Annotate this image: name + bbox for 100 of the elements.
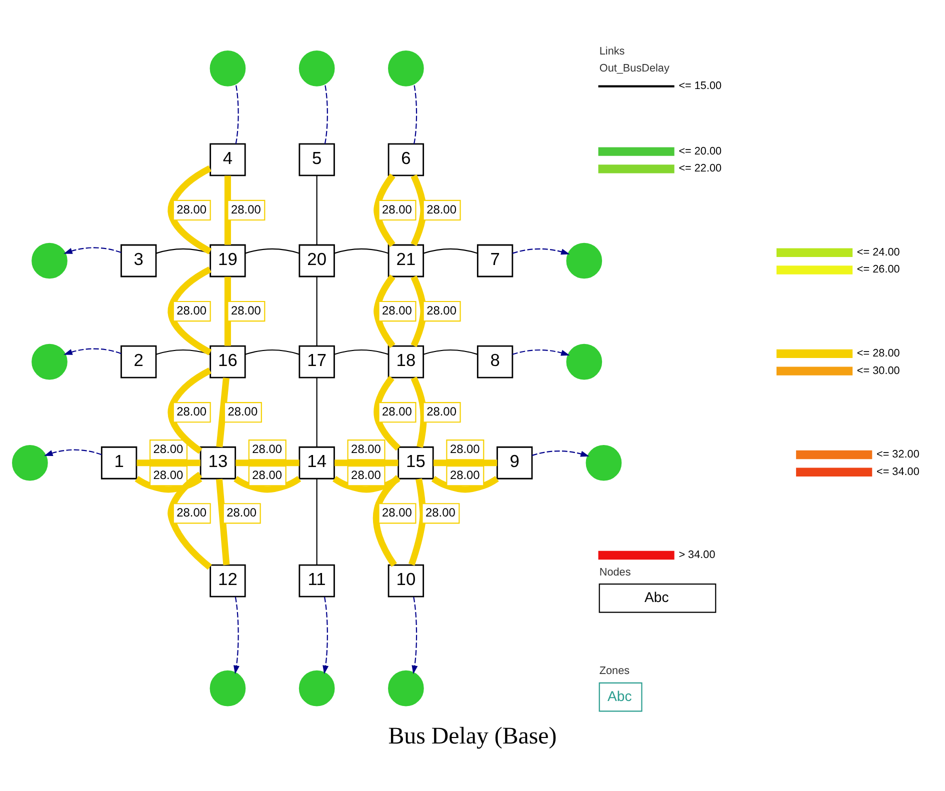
edge-label: 28.00 xyxy=(382,202,412,216)
label: Abc xyxy=(644,588,669,605)
connector xyxy=(316,378,318,447)
label: Links xyxy=(599,45,625,58)
node-box: 19 xyxy=(210,244,246,278)
label: Abc xyxy=(608,688,632,704)
connector xyxy=(414,84,418,144)
arrow xyxy=(532,450,590,457)
connector xyxy=(316,276,318,346)
connector xyxy=(316,479,318,565)
edge-label: 28.00 xyxy=(426,303,456,318)
connector xyxy=(423,248,478,254)
node-box: 10 xyxy=(388,564,424,598)
edge-label: 28.00 xyxy=(450,442,480,456)
connector xyxy=(244,349,300,355)
connector xyxy=(433,460,498,466)
connector xyxy=(235,84,239,144)
node-circle xyxy=(32,344,68,380)
legend-label: <= 20.00 xyxy=(678,145,722,158)
legend-label: <= 15.00 xyxy=(678,80,722,92)
edge-label: 28.00 xyxy=(230,303,261,318)
connector xyxy=(216,378,230,448)
node-box: 11 xyxy=(298,564,335,598)
connector xyxy=(410,174,427,246)
legend-label: <= 28.00 xyxy=(856,347,900,360)
arrow xyxy=(512,349,570,356)
node-box: 6 xyxy=(388,143,424,176)
edge-label: 28.00 xyxy=(226,505,257,520)
edge-label: 28.00 xyxy=(176,202,207,216)
edge-label: 28.00 xyxy=(382,404,412,418)
connector xyxy=(136,460,200,466)
node-circle xyxy=(586,444,622,481)
node-circle xyxy=(32,242,68,279)
node-box: 8 xyxy=(476,345,514,378)
connector xyxy=(134,476,202,493)
node-box: 3 xyxy=(120,244,157,278)
edge-label: 28.00 xyxy=(153,442,184,456)
node-box: 5 xyxy=(298,143,335,176)
label: Nodes xyxy=(599,566,631,578)
node-box: 4 xyxy=(210,143,246,176)
node-box: 14 xyxy=(298,446,335,480)
edge-label: 28.00 xyxy=(426,404,456,418)
node-box: 20 xyxy=(298,244,335,278)
connector xyxy=(374,376,400,451)
connector xyxy=(374,173,396,247)
node-circle xyxy=(298,670,335,706)
edge-label: 28.00 xyxy=(382,303,412,318)
arrow xyxy=(44,449,102,456)
connector xyxy=(216,478,230,566)
node-box: 15 xyxy=(398,446,434,480)
arrow xyxy=(322,596,329,674)
label: Out_BusDelay xyxy=(599,62,670,75)
node-box: 16 xyxy=(210,345,246,378)
node-box: 17 xyxy=(298,345,335,378)
edge-label: 28.00 xyxy=(351,468,381,482)
connector xyxy=(324,84,328,144)
connector xyxy=(224,176,231,245)
connector xyxy=(334,349,388,355)
caption: Bus Delay (Base) xyxy=(388,723,557,750)
edge-label: 28.00 xyxy=(252,442,282,456)
connector xyxy=(236,460,300,466)
legend-label: <= 34.00 xyxy=(876,466,920,478)
connector xyxy=(410,376,427,448)
node-box: 18 xyxy=(388,345,424,378)
arrow xyxy=(512,248,570,255)
edge-label: 28.00 xyxy=(230,202,261,216)
label: Zones xyxy=(599,665,630,678)
node-circle xyxy=(388,50,424,86)
edge-label: 28.00 xyxy=(153,468,184,482)
edge-label: 28.00 xyxy=(228,404,258,418)
connector xyxy=(431,476,499,493)
node-box: 13 xyxy=(200,446,236,480)
legend-label: <= 22.00 xyxy=(678,162,722,175)
legend-label: <= 30.00 xyxy=(856,364,900,377)
node-circle xyxy=(566,344,602,380)
edge-label: 28.00 xyxy=(426,505,456,520)
connector xyxy=(334,460,398,466)
node-box: 21 xyxy=(388,244,424,278)
edge-label: 28.00 xyxy=(426,202,456,216)
node-box: 1 xyxy=(100,446,138,480)
arrow xyxy=(412,596,418,674)
arrow xyxy=(64,348,122,355)
connector xyxy=(410,276,427,348)
node-circle xyxy=(298,50,335,86)
node-circle xyxy=(388,670,424,706)
arrow xyxy=(64,247,122,254)
edge-label: 28.00 xyxy=(450,468,480,482)
node-circle xyxy=(210,670,246,706)
connector xyxy=(316,176,318,245)
edge-label: 28.00 xyxy=(382,505,412,520)
connector xyxy=(372,475,400,567)
connector xyxy=(332,476,400,493)
legend-label: <= 32.00 xyxy=(876,448,920,460)
legend-label: <= 26.00 xyxy=(856,264,900,276)
edge-label: 28.00 xyxy=(351,442,381,456)
legend-label: <= 24.00 xyxy=(856,246,900,258)
node-circle xyxy=(12,444,48,481)
connector xyxy=(244,248,300,254)
connector xyxy=(156,248,210,254)
edge-label: 28.00 xyxy=(252,468,282,482)
